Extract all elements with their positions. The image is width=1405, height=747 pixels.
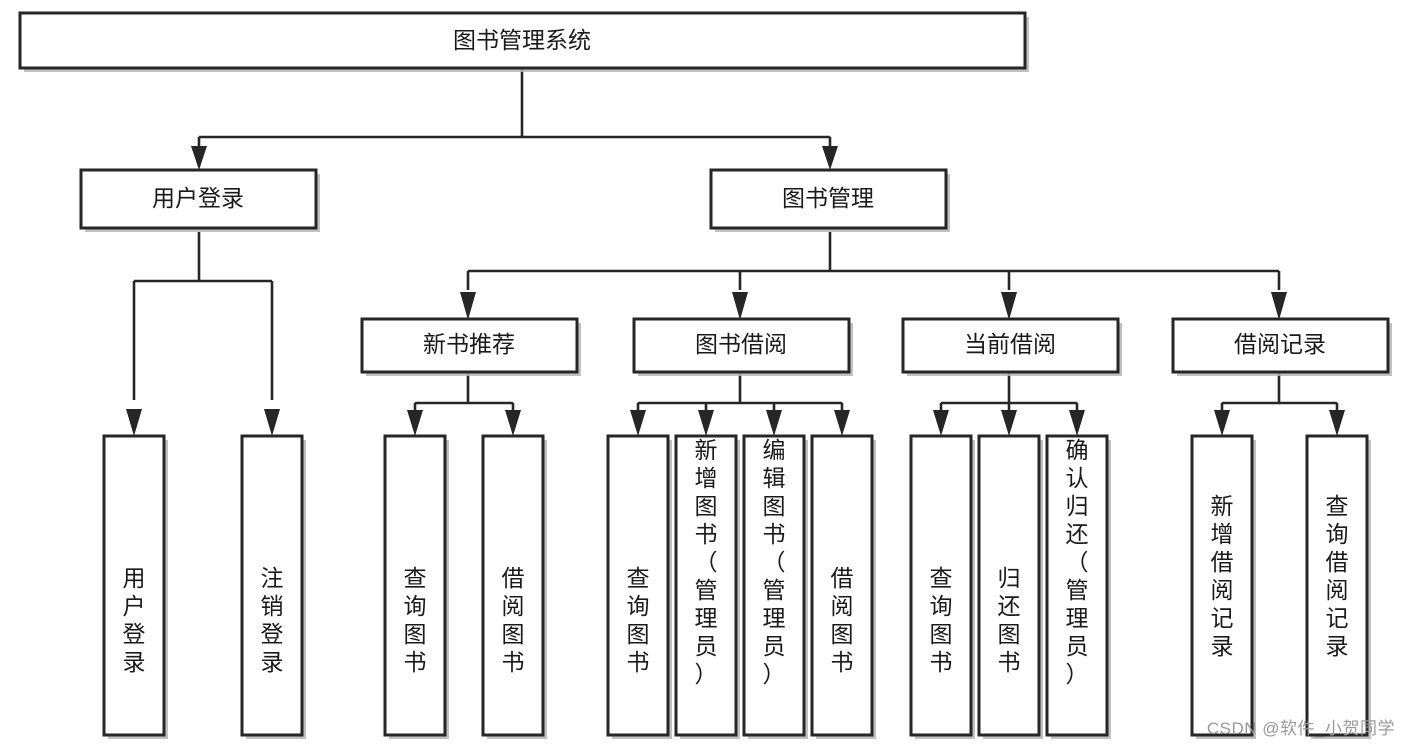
node-leaf-query-book-1[interactable]: 查询图书 (383, 434, 449, 739)
node-leaf-add-record[interactable]: 新增借阅记录 (1190, 434, 1256, 739)
node-leaf-borrow-book-2-label: 借阅图书 (831, 565, 854, 675)
node-leaf-borrow-book-2[interactable]: 借阅图书 (810, 434, 876, 739)
node-leaf-confirm-return-label: 确认归还（管理员） (1066, 437, 1089, 687)
node-leaf-confirm-return[interactable]: 确认归还（管理员） (1045, 434, 1111, 739)
arrow-to-leaf-query-book-3-icon (933, 410, 949, 436)
arrow-to-leaf-confirm-return-icon (1069, 410, 1085, 436)
node-leaf-return-book[interactable]: 归还图书 (977, 434, 1043, 739)
node-leaf-borrow-book-1[interactable]: 借阅图书 (481, 434, 547, 739)
arrow-to-leaf-return-book-icon (1001, 410, 1017, 436)
node-user-login[interactable]: 用户登录 (79, 168, 320, 232)
node-leaf-add-book-label: 新增图书（管理员） (695, 437, 718, 687)
node-book-management[interactable]: 图书管理 (709, 168, 950, 232)
node-leaf-logout-label: 注销登录 (261, 565, 284, 675)
node-leaf-query-record[interactable]: 查询借阅记录 (1305, 434, 1371, 739)
node-leaf-user-login-label: 用户登录 (123, 565, 146, 675)
node-borrow-record[interactable]: 借阅记录 (1171, 317, 1392, 376)
node-leaf-add-record-box[interactable] (1190, 434, 1254, 737)
node-root-label: 图书管理系统 (453, 27, 591, 53)
node-new-book-recommend[interactable]: 新书推荐 (360, 317, 581, 376)
node-leaf-edit-book-box[interactable] (742, 434, 806, 737)
node-leaf-query-book-3-label: 查询图书 (930, 565, 953, 675)
arrow-to-leaf-borrow-book-2-icon (834, 410, 850, 436)
node-book-borrow-box[interactable] (632, 317, 851, 374)
node-current-borrow[interactable]: 当前借阅 (901, 317, 1122, 376)
arrow-root-to-user-login-icon (191, 146, 207, 170)
edge-layer (126, 68, 1345, 436)
node-leaf-borrow-book-1-box[interactable] (481, 434, 545, 737)
node-leaf-edit-book-label: 编辑图书（管理员） (763, 437, 786, 687)
arrow-to-leaf-query-book-2-icon (630, 410, 646, 436)
node-leaf-query-book-1-box[interactable] (383, 434, 447, 737)
arrow-to-leaf-add-record-icon (1214, 410, 1230, 436)
node-root[interactable]: 图书管理系统 (18, 11, 1029, 72)
arrow-to-leaf-edit-book-icon (766, 410, 782, 436)
arrow-to-borrow-record-icon (1271, 292, 1287, 320)
arrow-to-leaf-add-book-icon (698, 410, 714, 436)
node-leaf-query-record-box[interactable] (1305, 434, 1369, 737)
node-book-borrow-label: 图书借阅 (695, 331, 787, 357)
node-leaf-add-record-label: 新增借阅记录 (1211, 493, 1234, 659)
node-new-book-recommend-label: 新书推荐 (423, 331, 515, 357)
arrow-root-to-book-management-icon (822, 146, 838, 170)
node-current-borrow-label: 当前借阅 (964, 331, 1056, 357)
node-leaf-logout[interactable]: 注销登录 (240, 434, 306, 739)
node-leaf-query-book-3-box[interactable] (909, 434, 973, 737)
node-leaf-query-record-label: 查询借阅记录 (1326, 493, 1349, 659)
node-leaf-return-book-label: 归还图书 (998, 565, 1021, 675)
node-leaf-query-book-2-box[interactable] (606, 434, 670, 737)
csdn-watermark: CSDN @软件_小贺同学 (1206, 719, 1395, 738)
node-leaf-user-login-box[interactable] (102, 434, 166, 737)
arrow-to-current-borrow-icon (1001, 292, 1017, 320)
node-borrow-record-label: 借阅记录 (1234, 331, 1326, 357)
arrow-to-leaf-query-book-1-icon (407, 410, 423, 436)
node-leaf-borrow-book-1-label: 借阅图书 (502, 565, 525, 675)
node-leaf-borrow-book-2-box[interactable] (810, 434, 874, 737)
node-current-borrow-box[interactable] (901, 317, 1120, 374)
node-leaf-confirm-return-box[interactable] (1045, 434, 1109, 737)
node-leaf-query-book-2[interactable]: 查询图书 (606, 434, 672, 739)
node-leaf-edit-book[interactable]: 编辑图书（管理员） (742, 434, 808, 739)
node-user-login-label: 用户登录 (152, 185, 244, 211)
node-user-login-box[interactable] (79, 168, 318, 230)
arrow-to-book-borrow-icon (732, 292, 748, 320)
node-leaf-query-book-1-label: 查询图书 (404, 565, 427, 675)
node-leaf-user-login[interactable]: 用户登录 (102, 434, 168, 739)
node-book-borrow[interactable]: 图书借阅 (632, 317, 853, 376)
arrow-to-leaf-query-record-icon (1329, 410, 1345, 436)
node-book-management-label: 图书管理 (782, 185, 874, 211)
node-book-management-box[interactable] (709, 168, 948, 230)
node-new-book-recommend-box[interactable] (360, 317, 579, 374)
node-leaf-logout-box[interactable] (240, 434, 304, 737)
node-leaf-add-book-box[interactable] (674, 434, 738, 737)
node-leaf-return-book-box[interactable] (977, 434, 1041, 737)
node-leaf-query-book-3[interactable]: 查询图书 (909, 434, 975, 739)
node-borrow-record-box[interactable] (1171, 317, 1390, 374)
node-root-box[interactable] (18, 11, 1027, 70)
arrow-to-new-book-recommend-icon (460, 292, 476, 320)
arrow-to-leaf-user-login-icon (126, 409, 142, 436)
node-leaf-query-book-2-label: 查询图书 (627, 565, 650, 675)
arrow-to-leaf-logout-icon (264, 409, 280, 436)
arrow-to-leaf-borrow-book-1-icon (505, 410, 521, 436)
node-leaf-add-book[interactable]: 新增图书（管理员） (674, 434, 740, 739)
